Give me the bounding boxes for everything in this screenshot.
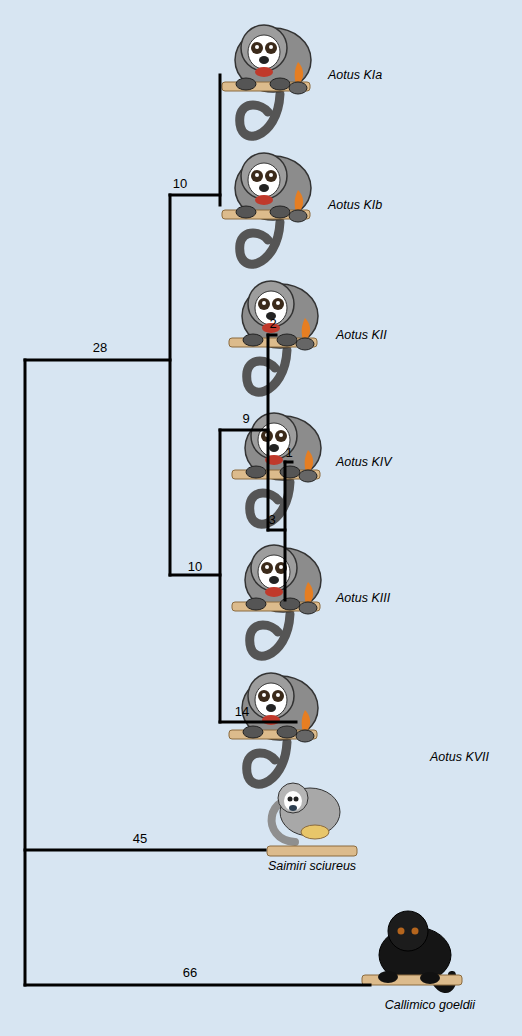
branch-length: 3 [268, 513, 275, 526]
taxon-name: Saimiri sciureus [268, 860, 356, 873]
taxon-name: Aotus KIII [336, 592, 390, 605]
tree-branches [25, 75, 370, 985]
branch-length: 10 [173, 177, 187, 190]
taxon-name: Aotus KIb [328, 199, 382, 212]
taxon-name: Aotus KIa [328, 69, 382, 82]
branch-length: 66 [183, 966, 197, 979]
branch-length: 14 [235, 705, 249, 718]
branch-length: 45 [133, 832, 147, 845]
taxon-name: Aotus KII [336, 329, 387, 342]
branch-length: 10 [188, 560, 202, 573]
taxon-name: Aotus KVII [430, 751, 489, 764]
taxon-name: Callimico goeldii [385, 999, 475, 1012]
branch-length: 9 [242, 412, 249, 425]
branch-length: 2 [269, 317, 276, 330]
monkey-illustrations [222, 25, 462, 989]
branch-length: 28 [93, 341, 107, 354]
taxon-name: Aotus KIV [336, 456, 392, 469]
branch-length: 1 [285, 446, 292, 459]
